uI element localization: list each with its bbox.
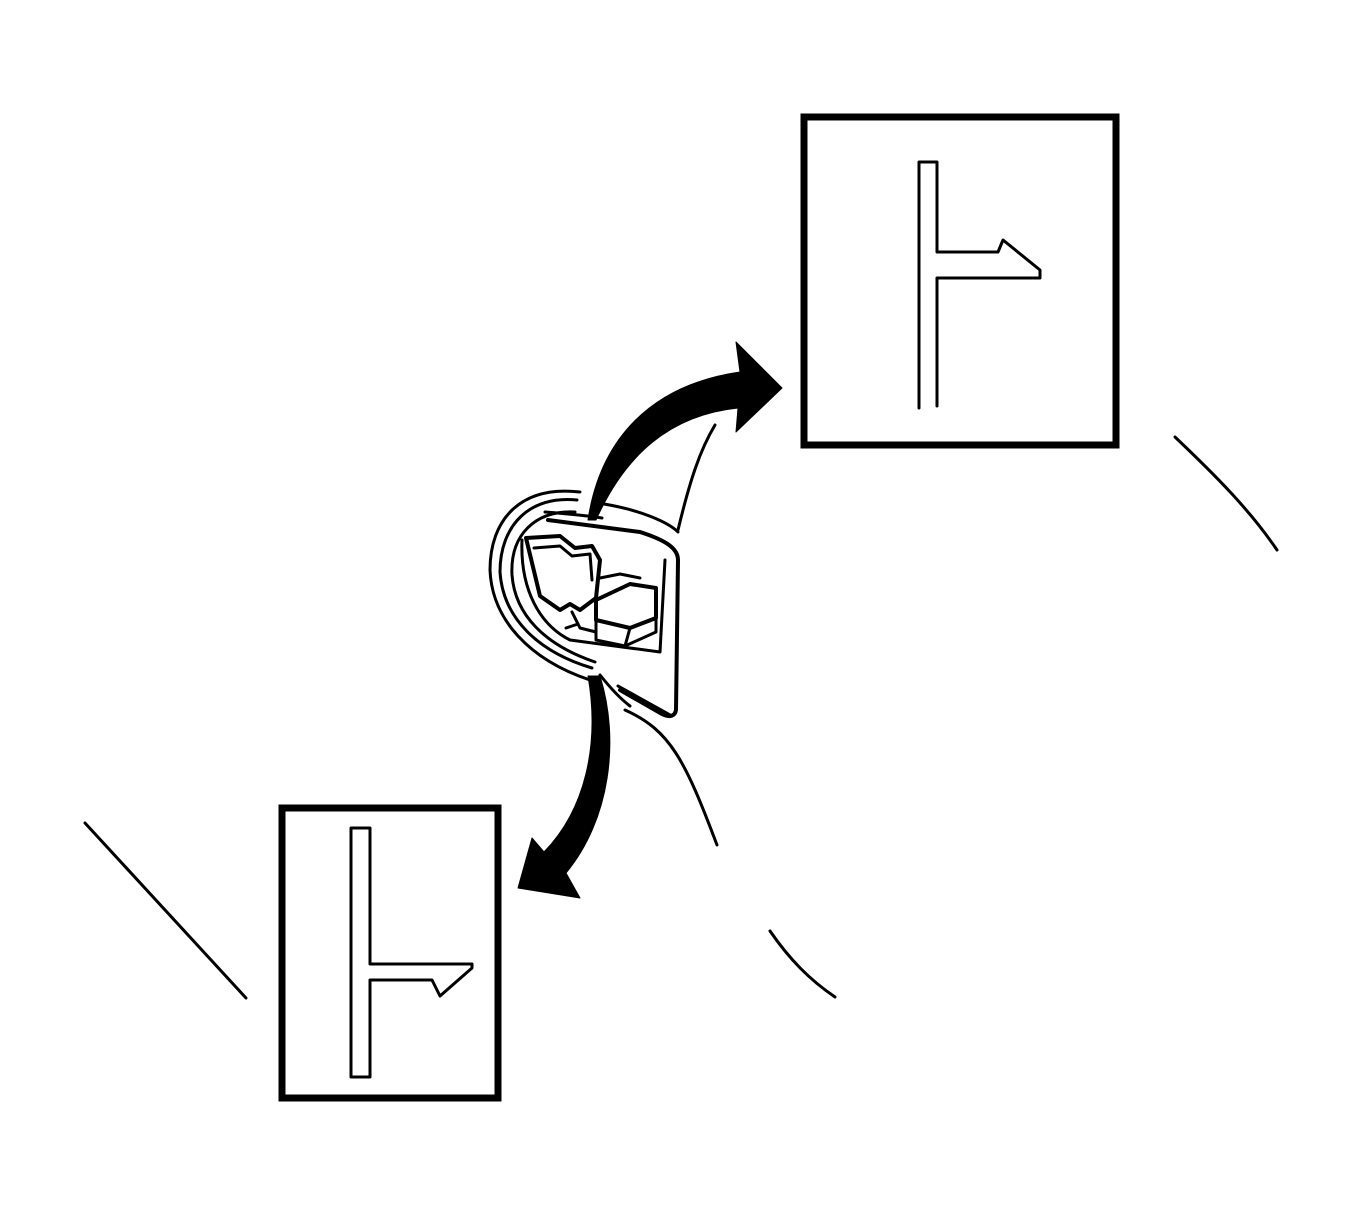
upper-curved-arrow <box>587 341 783 521</box>
contour-line-upper-right <box>1173 435 1279 552</box>
contour-line-door-edge <box>623 708 719 847</box>
contour-line-lower-middle <box>768 929 837 999</box>
lower-detail-box <box>278 804 502 1102</box>
upper-profile-detail <box>917 160 1042 410</box>
body-contour-lines <box>83 435 1279 1000</box>
contour-line-lower-left <box>83 821 248 1000</box>
upper-detail-box <box>800 113 1120 449</box>
lower-profile-detail <box>349 826 474 1079</box>
lower-curved-arrow <box>517 675 611 899</box>
door-mirror-illustration <box>488 423 717 719</box>
